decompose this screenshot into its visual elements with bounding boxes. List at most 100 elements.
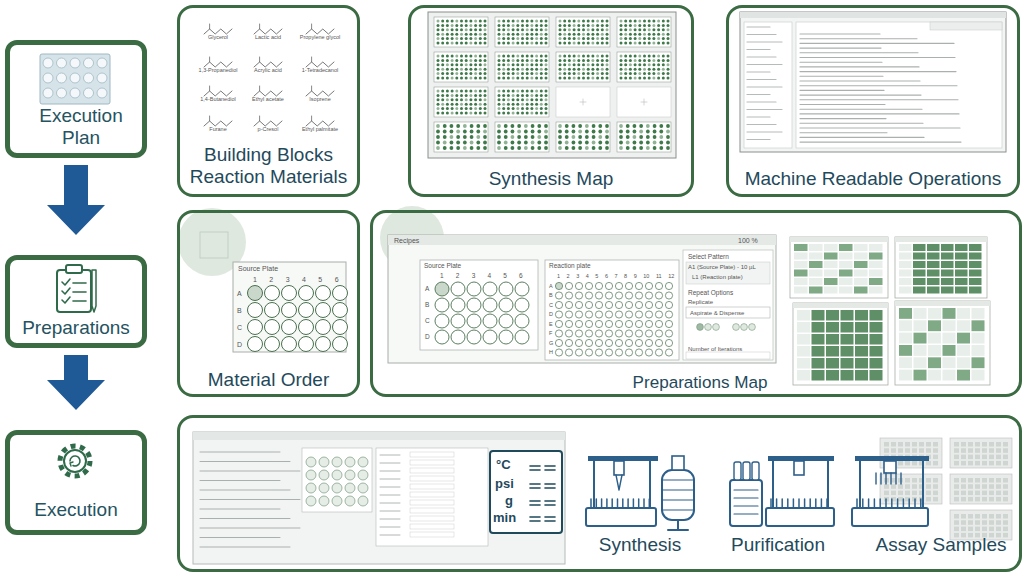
drawing	[380, 479, 400, 480]
drawing	[624, 28, 627, 31]
drawing	[507, 107, 510, 110]
drawing	[450, 124, 454, 128]
drawing	[617, 87, 671, 117]
drawing	[629, 72, 632, 75]
drawing	[790, 237, 888, 298]
drawing	[624, 77, 627, 80]
drawing	[930, 22, 1002, 30]
drawing	[530, 28, 533, 31]
drawing	[469, 59, 472, 62]
drawing	[209, 86, 210, 91]
drawing	[516, 42, 519, 45]
drawing	[441, 20, 444, 23]
drawing	[530, 516, 540, 518]
drawing	[667, 68, 670, 71]
drawing	[891, 478, 896, 483]
drawing	[657, 37, 660, 40]
drawing	[577, 24, 580, 27]
drawing	[662, 499, 694, 500]
drawing	[601, 20, 604, 23]
drawing	[989, 514, 994, 519]
drawing	[441, 24, 444, 27]
drawing	[455, 37, 458, 40]
drawing	[388, 235, 776, 363]
drawing	[446, 94, 449, 97]
drawing	[898, 484, 903, 489]
drawing	[460, 112, 463, 115]
screen-text: L1 (Reaction plate)	[692, 274, 743, 281]
drawing	[455, 59, 458, 62]
drawing	[437, 107, 440, 110]
drawing	[880, 474, 942, 504]
drawing	[469, 42, 472, 45]
drawing	[648, 55, 651, 58]
drawing	[265, 303, 280, 318]
screen-text: A B C D E F G H	[549, 282, 554, 358]
drawing	[484, 20, 487, 23]
drawing	[573, 68, 576, 71]
drawing	[483, 298, 497, 312]
drawing	[530, 500, 540, 502]
drawing	[914, 308, 927, 319]
drawing	[598, 146, 602, 150]
drawing	[502, 90, 505, 93]
drawing	[926, 461, 931, 466]
drawing	[469, 103, 472, 106]
drawing	[652, 28, 655, 31]
drawing	[800, 137, 924, 138]
drawing	[898, 491, 903, 496]
drawing	[558, 141, 562, 145]
drawing	[634, 37, 637, 40]
drawing	[800, 66, 919, 67]
drawing	[573, 33, 576, 36]
drawing	[545, 107, 548, 110]
drawing	[903, 499, 905, 508]
drawing	[441, 63, 444, 66]
drawing	[659, 124, 663, 128]
drawing	[1003, 520, 1008, 525]
drawing	[507, 68, 510, 71]
drawing	[648, 28, 651, 31]
drawing	[559, 72, 562, 75]
drawing	[891, 484, 896, 489]
drawing	[434, 52, 488, 82]
drawing	[333, 337, 348, 352]
drawing	[441, 72, 444, 75]
drawing	[470, 141, 474, 145]
drawing	[441, 98, 444, 101]
drawing	[643, 20, 646, 23]
drawing	[655, 330, 662, 337]
drawing	[898, 497, 903, 502]
drawing	[606, 37, 609, 40]
drawing	[874, 499, 876, 508]
drawing	[747, 56, 776, 57]
drawing	[800, 127, 960, 128]
drawing	[446, 72, 449, 75]
drawing	[521, 72, 524, 75]
drawing	[578, 141, 582, 145]
screen-text: Recipes	[394, 237, 419, 245]
drawing	[530, 33, 533, 36]
drawing	[646, 146, 650, 150]
drawing	[591, 63, 594, 66]
drawing	[502, 98, 505, 101]
drawing	[530, 483, 540, 485]
drawing	[380, 455, 400, 456]
drawing	[435, 282, 449, 296]
drawing	[989, 448, 994, 453]
drawing	[595, 320, 602, 327]
drawing	[469, 63, 472, 66]
drawing	[592, 146, 596, 150]
drawing	[657, 59, 660, 62]
drawing	[747, 131, 782, 132]
drawing	[824, 261, 838, 268]
drawing	[573, 63, 576, 66]
drawing	[474, 72, 477, 75]
drawing	[451, 330, 465, 344]
drawing	[200, 518, 290, 519]
drawing	[73, 291, 86, 293]
drawing	[821, 499, 823, 508]
drawing	[586, 508, 656, 526]
drawing	[954, 520, 959, 525]
drawing	[592, 130, 596, 134]
